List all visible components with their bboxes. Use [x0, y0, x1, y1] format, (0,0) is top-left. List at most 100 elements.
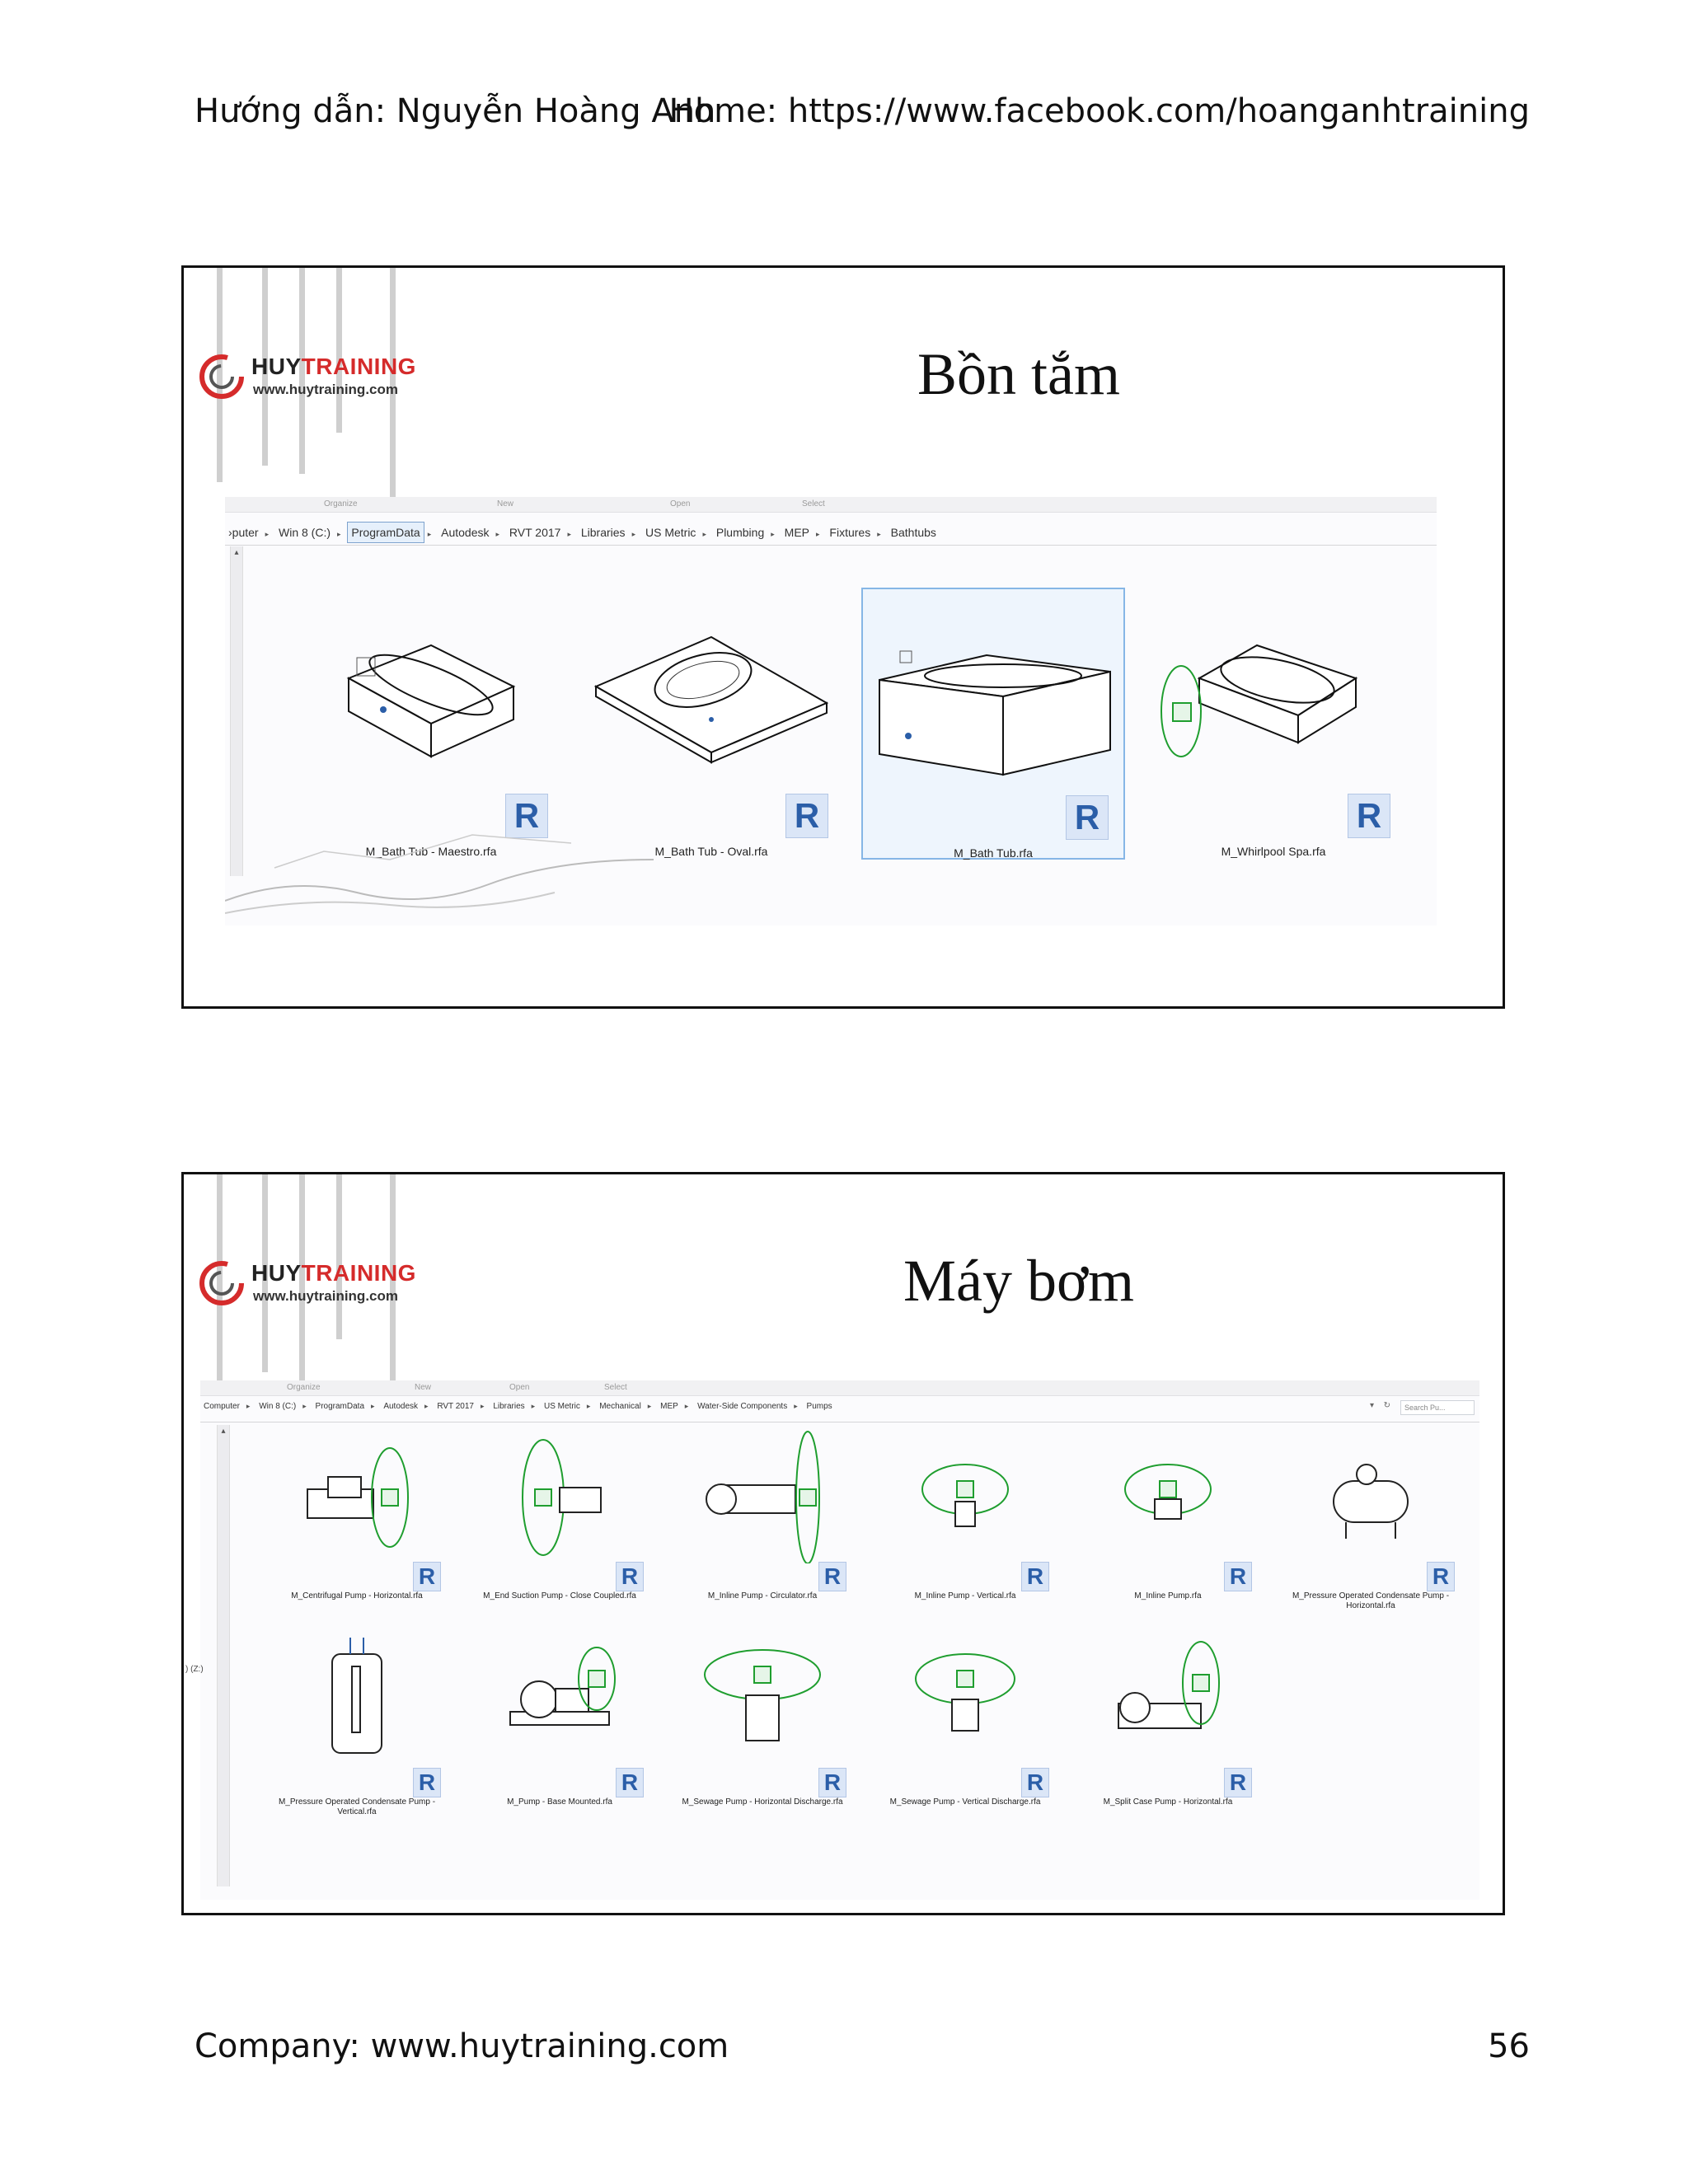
file-name: M_Split Case Pump - Horizontal.rfa [1103, 1797, 1233, 1807]
crumb-active[interactable]: ProgramData [347, 522, 424, 543]
logo-brand: HUYTRAINING [251, 354, 416, 379]
condensate-pump-horizontal-icon [1333, 1464, 1409, 1539]
crumb[interactable]: Water-Side Components [697, 1402, 788, 1411]
file-tile[interactable]: R M_Pump - Base Mounted.rfa [461, 1629, 659, 1827]
ribbon-open[interactable]: Open [509, 1383, 530, 1392]
dropdown-icon[interactable]: ▾ [1369, 1401, 1374, 1410]
logo-mark-icon [199, 1261, 244, 1305]
file-name: M_End Suction Pump - Close Coupled.rfa [483, 1591, 636, 1601]
file-tile-selected[interactable]: R M_Bath Tub.rfa [861, 588, 1125, 860]
home-link[interactable]: Home: https://www.facebook.com/hoanganht… [668, 92, 1530, 130]
file-tile[interactable]: R M_Sewage Pump - Horizontal Discharge.r… [663, 1629, 861, 1827]
crumb[interactable]: RVT 2017 [437, 1402, 474, 1411]
ribbon-select[interactable]: Select [802, 499, 825, 509]
crumb[interactable]: Mechanical [599, 1402, 641, 1411]
file-tile[interactable]: R M_Inline Pump - Vertical.rfa [866, 1423, 1064, 1621]
file-name: M_Sewage Pump - Vertical Discharge.rfa [889, 1797, 1041, 1807]
decorative-lines [217, 1174, 396, 1413]
crumb[interactable]: Win 8 (C:) [279, 526, 331, 539]
navigation-pane-strip: ) (Z:) [184, 1380, 209, 1908]
drive-label[interactable]: ) (Z:) [185, 1665, 204, 1674]
crumb[interactable]: US Metric [645, 526, 696, 539]
file-tile[interactable]: R M_Split Case Pump - Horizontal.rfa [1069, 1629, 1267, 1827]
ribbon-organize[interactable]: Organize [287, 1383, 321, 1392]
crumb[interactable]: Autodesk [383, 1402, 419, 1411]
crumb[interactable]: Bathtubs [890, 526, 936, 539]
search-input[interactable]: Search Pu... [1400, 1400, 1475, 1415]
file-name: M_Inline Pump - Vertical.rfa [914, 1591, 1016, 1601]
explorer-ribbon: Organize New Open Select [225, 497, 1437, 513]
crumb[interactable]: Pumps [806, 1402, 832, 1411]
logo-site: www.huytraining.com [253, 382, 398, 397]
file-name: M_Sewage Pump - Horizontal Discharge.rfa [682, 1797, 843, 1807]
file-name: M_Pressure Operated Condensate Pump - Ho… [1292, 1591, 1450, 1610]
file-tile[interactable]: R M_Whirlpool Spa.rfa [1142, 588, 1405, 860]
ribbon-new[interactable]: New [497, 499, 514, 509]
crumb[interactable]: ProgramData [315, 1402, 364, 1411]
file-tile[interactable]: R M_Sewage Pump - Vertical Discharge.rfa [866, 1629, 1064, 1827]
file-name: M_Pump - Base Mounted.rfa [507, 1797, 612, 1807]
crumb[interactable]: US Metric [543, 1402, 580, 1411]
sewage-pump-vertical-icon [915, 1653, 1015, 1732]
ribbon-select[interactable]: Select [604, 1383, 627, 1392]
revit-file-icon: R [1427, 1562, 1455, 1591]
file-name: M_Pressure Operated Condensate Pump - Ve… [278, 1797, 436, 1816]
crumb[interactable]: Plumbing [715, 526, 765, 539]
file-name: M_Whirlpool Spa.rfa [1221, 845, 1326, 858]
base-mounted-pump-icon [509, 1647, 616, 1726]
crumb[interactable]: MEP [660, 1402, 678, 1411]
file-name: M_Bath Tub - Maestro.rfa [365, 845, 497, 858]
ribbon-organize[interactable]: Organize [324, 499, 358, 509]
revit-file-icon: R [818, 1768, 846, 1797]
crumb[interactable]: Libraries [580, 526, 626, 539]
condensate-pump-vertical-icon [331, 1638, 382, 1754]
revit-file-icon: R [413, 1768, 441, 1797]
file-name: M_Inline Pump - Circulator.rfa [707, 1591, 818, 1601]
crumb[interactable]: Computer [204, 1402, 240, 1411]
revit-file-icon: R [616, 1768, 644, 1797]
crumb[interactable]: Libraries [493, 1402, 525, 1411]
crumb[interactable]: Autodesk [441, 526, 490, 539]
explorer-ribbon: Organize New Open Select [200, 1380, 1479, 1396]
refresh-icon[interactable]: ↻ [1383, 1401, 1390, 1410]
inline-pump-vertical-icon [921, 1464, 1009, 1527]
file-tile[interactable]: R M_Pressure Operated Condensate Pump - … [1272, 1423, 1470, 1621]
revit-file-icon: R [1066, 795, 1109, 840]
scroll-up-arrow-icon[interactable]: ▴ [234, 548, 239, 557]
file-tile[interactable]: R M_Bath Tub - Maestro.rfa [299, 588, 563, 860]
crumb[interactable]: MEP [784, 526, 809, 539]
inline-pump-circulator-icon [706, 1431, 820, 1563]
instructor-credit: Hướng dẫn: Nguyễn Hoàng Anh [195, 92, 716, 130]
file-tile[interactable]: R M_End Suction Pump - Close Coupled.rfa [461, 1423, 659, 1621]
file-tile[interactable]: R M_Bath Tub - Oval.rfa [579, 588, 843, 860]
address-breadcrumb[interactable]: ›puter▸ Win 8 (C:)▸ ProgramData▸ Autodes… [225, 522, 1437, 546]
slide-bathtubs: HUYTRAINING www.huytraining.com Bồn tắm … [181, 265, 1505, 1009]
vertical-scrollbar[interactable]: ▴ [217, 1425, 230, 1886]
crumb[interactable]: Win 8 (C:) [259, 1402, 297, 1411]
revit-file-icon: R [818, 1562, 846, 1591]
whirlpool-spa-icon [1160, 644, 1358, 757]
file-explorer: Organize New Open Select ›puter▸ Win 8 (… [225, 497, 1437, 926]
scroll-up-arrow-icon[interactable]: ▴ [221, 1427, 226, 1436]
crumb[interactable]: ›puter [228, 526, 259, 539]
file-tile[interactable]: R M_Pressure Operated Condensate Pump - … [258, 1629, 456, 1827]
vertical-scrollbar[interactable]: ▴ [230, 546, 243, 876]
bathtub-maestro-icon [346, 644, 516, 758]
ribbon-new[interactable]: New [415, 1383, 432, 1392]
crumb[interactable]: Fixtures [829, 526, 871, 539]
huytraining-logo: HUYTRAINING www.huytraining.com [199, 350, 446, 411]
file-tile[interactable]: R M_Inline Pump.rfa [1069, 1423, 1267, 1621]
end-suction-pump-icon [522, 1439, 602, 1556]
revit-file-icon: R [785, 794, 828, 838]
file-explorer: Organize New Open Select Computer▸ Win 8… [200, 1380, 1479, 1900]
file-tile[interactable]: R M_Inline Pump - Circulator.rfa [663, 1423, 861, 1621]
revit-file-icon: R [413, 1562, 441, 1591]
address-breadcrumb[interactable]: Computer▸ Win 8 (C:)▸ ProgramData▸ Autod… [200, 1399, 1479, 1422]
bathtub-oval-icon [593, 635, 829, 764]
file-tile[interactable]: R M_Centrifugal Pump - Horizontal.rfa [258, 1423, 456, 1621]
crumb[interactable]: RVT 2017 [509, 526, 561, 539]
centrifugal-pump-icon [307, 1447, 409, 1548]
slide-title: Bồn tắm [917, 341, 1120, 407]
ribbon-open[interactable]: Open [670, 499, 691, 509]
huytraining-logo: HUYTRAINING www.huytraining.com [199, 1257, 446, 1318]
